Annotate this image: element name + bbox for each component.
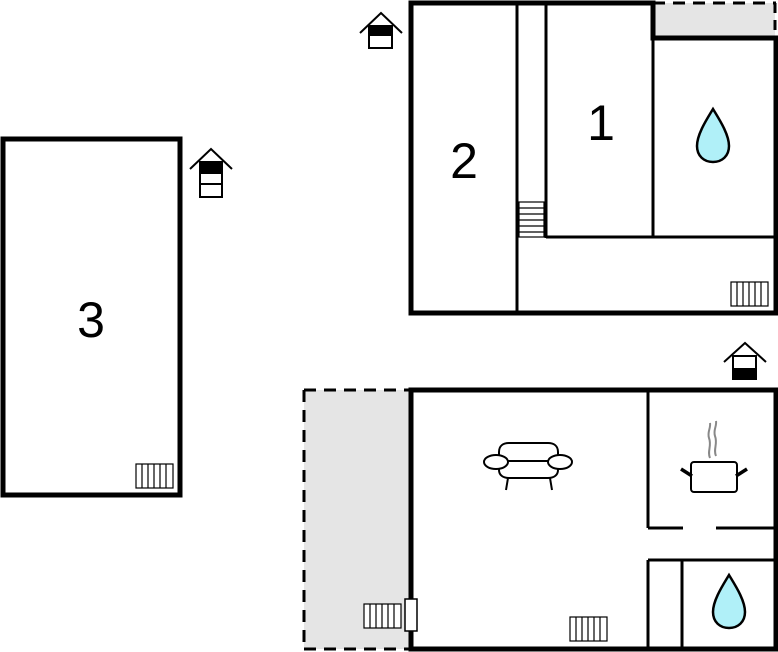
radiator-icon [135,463,174,489]
radiator-icon [363,603,402,629]
upper-floor-interior-walls [515,3,776,313]
cooking-pot-icon [680,420,748,493]
annex-plan: 3 [0,136,183,498]
upper-floor-plan: 2 1 [408,0,778,316]
room-label-3: 3 [77,292,105,348]
patio-area [302,388,411,651]
water-drop-icon [711,572,747,630]
middle-floor-house-icon [189,147,233,198]
ground-floor-plan [302,387,778,652]
upper-floor-outer-wall [408,0,778,316]
radiator-icon [569,616,608,642]
annex-outer-wall [0,136,183,498]
radiator-icon [730,281,769,307]
stairs-icon [518,201,545,238]
balcony-area [653,1,777,38]
room-label-2: 2 [450,133,478,189]
door-icon [404,598,418,632]
ground-floor-interior-walls [646,390,776,649]
water-drop-icon [695,106,731,164]
upper-floor-house-icon [359,11,403,49]
ground-floor-house-icon [723,341,767,380]
sofa-icon [483,442,573,491]
room-label-1: 1 [587,95,615,151]
